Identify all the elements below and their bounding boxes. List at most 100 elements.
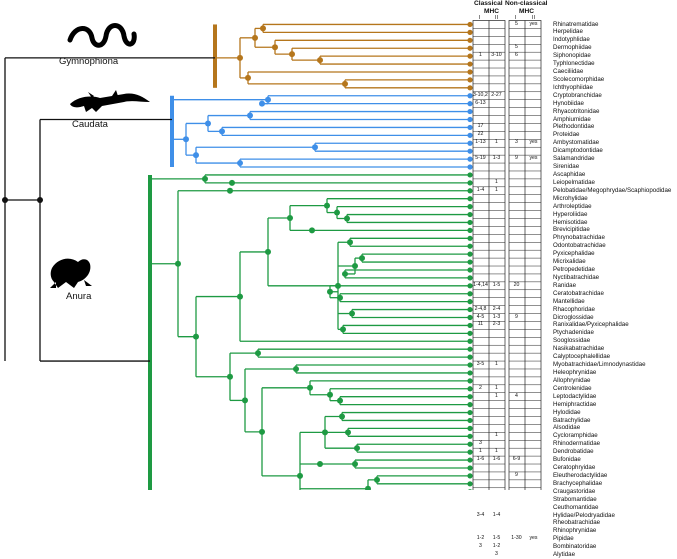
classical-mhc-i-cell [473,68,488,76]
nonclassical-mhc-i-cell [509,321,524,329]
nonclassical-mhc-ii-cell [526,226,541,234]
node-marker [37,197,43,203]
family-name: Hemisotidae [553,218,588,226]
classical-mhc-i-cell [473,250,488,258]
classical-mhc-ii-cell [489,36,504,44]
table-row: Mantellidae [0,298,677,306]
table-row: Odontobatrachidae [0,242,677,250]
nonclassical-mhc-ii-cell [526,496,541,504]
nonclassical-mhc-ii-cell [526,203,541,211]
classical-mhc-i-cell: 2-4,8 [474,305,487,312]
classical-mhc-i-cell [473,298,488,306]
salamander-silhouette-icon [70,90,150,112]
nonclassical-mhc-i-cell [509,266,524,274]
nonclassical-mhc-i-cell [509,504,524,512]
nonclassical-mhc-ii-cell [526,472,541,480]
node-marker [467,243,473,249]
nonclassical-mhc-i-cell [509,163,524,171]
classical-mhc-ii-cell [489,163,504,171]
node-marker [467,124,473,131]
classical-mhc-ii-cell [489,211,504,219]
node-marker [467,394,473,400]
classical-mhc-i-cell [473,496,488,504]
node-marker [467,93,473,99]
classical-mhc-ii-cell [489,68,504,76]
nonclassical-mhc-i-cell [509,551,524,559]
family-name: Nyctibatrachidae [553,273,600,281]
nonclassical-mhc-i-cell [509,100,524,108]
classical-mhc-i-cell [473,551,488,559]
nonclassical-mhc-ii-cell [526,448,541,456]
nonclassical-mhc-ii-cell [526,211,541,219]
classical-mhc-ii-cell [489,60,504,68]
nonclassical-mhc-ii-cell [526,290,541,298]
classical-mhc-i-cell [473,401,488,409]
nonclassical-mhc-ii-cell [526,28,541,36]
nonclassical-mhc-ii-cell [526,274,541,282]
classical-mhc-ii-cell [489,226,504,234]
classical-mhc-i-cell: 1-4,14 [473,281,488,288]
node-marker [467,188,473,194]
table-row: Hemisotidae [0,219,677,227]
family-name: Rhinophrynidae [553,527,597,535]
node-marker [467,314,473,321]
nonclassical-mhc-ii-cell [526,116,541,124]
nonclassical-mhc-ii-cell [526,353,541,361]
nonclassical-mhc-i-cell [509,353,524,361]
node-marker [467,362,473,368]
node-marker [467,21,473,28]
node-marker [467,77,473,83]
family-name: Brachycephalidae [553,479,603,487]
node-marker [467,417,473,424]
node-marker [467,386,473,392]
nonclassical-mhc-i-cell [509,496,524,504]
family-name: Rhinatrematidae [553,20,599,28]
family-name: Sooglossidae [553,337,591,345]
node-marker [467,370,473,376]
nonclassical-mhc-i-cell [509,234,524,242]
classical-mhc-i-cell: 6-13 [475,99,486,106]
classical-mhc-ii-cell [489,464,504,472]
table-row: Sirenidae [0,163,677,171]
nonclassical-mhc-ii-cell [526,551,541,559]
nonclassical-mhc-ii-cell [526,195,541,203]
nonclassical-mhc-ii-cell [526,76,541,84]
classical-mhc-ii-cell [489,100,504,108]
table-row: Petropedetidae [0,266,677,274]
family-name: Phrynobatrachidae [553,234,605,242]
nonclassical-mhc-ii-cell: yes [529,155,538,162]
nonclassical-mhc-i-cell [509,250,524,258]
classical-mhc-i-cell [473,488,488,496]
family-name: Strabomantidae [553,495,597,503]
family-name: Hemiphractidae [553,400,597,408]
frog-silhouette-icon [50,258,92,288]
family-name: Siphonopidae [553,52,591,60]
nonclassical-mhc-i-cell [509,424,524,432]
family-name: Batrachylidae [553,416,591,424]
family-name: Bufonidae [553,456,581,464]
classical-mhc-ii-cell: 3 [495,551,498,558]
nonclassical-mhc-i-cell [509,68,524,76]
classical-mhc-ii-cell: 1 [495,392,498,399]
classical-mhc-ii-cell [489,353,504,361]
node-marker [467,465,473,471]
non-classical-i-header: I [515,15,517,21]
family-name: Petropedetidae [553,266,595,274]
classical-mhc-ii-cell: 1 [495,448,498,455]
classical-mhc-i-cell [473,266,488,274]
family-name: Dermophiidae [553,44,592,52]
classical-mhc-ii-cell: 1 [495,139,498,146]
table-row: Ceratophryidae [0,464,677,472]
classical-mhc-i-cell [473,258,488,266]
node-marker [467,108,473,115]
nonclassical-mhc-i-cell [509,76,524,84]
family-name: Leiopelmatidae [553,178,595,186]
nonclassical-mhc-i-cell [509,211,524,219]
classical-mhc-ii-cell [489,123,504,131]
